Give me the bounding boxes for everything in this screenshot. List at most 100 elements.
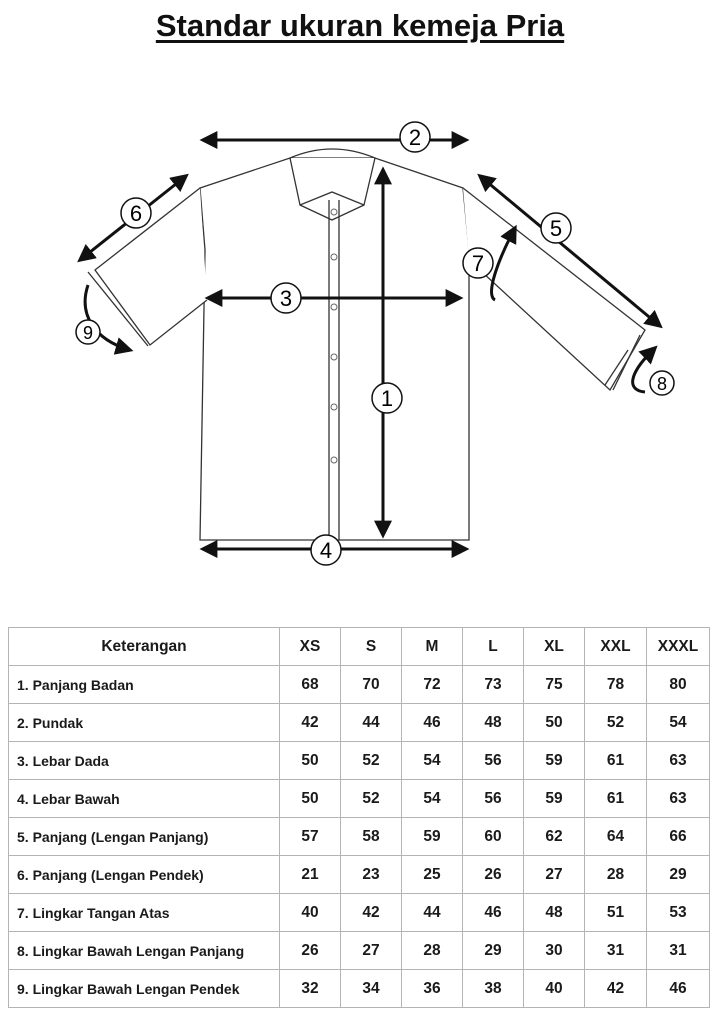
cell-value: 27 <box>523 855 585 894</box>
row-label: 2. Pundak <box>8 703 280 742</box>
column-header: L <box>462 627 524 666</box>
cell-value: 58 <box>340 817 402 856</box>
cell-value: 75 <box>523 665 585 704</box>
cell-value: 68 <box>279 665 341 704</box>
arrow-upper-arm <box>490 224 517 302</box>
cell-value: 28 <box>584 855 647 894</box>
table-row: 3. Lebar Dada 50 52 54 56 59 61 63 <box>8 741 710 780</box>
table-row: 4. Lebar Bawah 50 52 54 56 59 61 63 <box>8 779 710 818</box>
row-label: 8. Lingkar Bawah Lengan Panjang <box>8 931 280 970</box>
cell-value: 63 <box>646 741 710 780</box>
marker-4-label: 4 <box>320 538 332 563</box>
cell-value: 73 <box>462 665 524 704</box>
cell-value: 28 <box>401 931 463 970</box>
number-markers: 1 2 3 4 5 6 7 8 <box>75 121 675 566</box>
cell-value: 42 <box>584 969 647 1008</box>
table-row: 5. Panjang (Lengan Panjang) 57 58 59 60 … <box>8 817 710 856</box>
row-label: 6. Panjang (Lengan Pendek) <box>8 855 280 894</box>
row-label: 1. Panjang Badan <box>8 665 280 704</box>
row-label: 3. Lebar Dada <box>8 741 280 780</box>
cell-value: 48 <box>462 703 524 742</box>
cell-value: 57 <box>279 817 341 856</box>
marker-9: 9 <box>75 319 101 345</box>
marker-7: 7 <box>462 247 494 279</box>
marker-7-label: 7 <box>472 251 484 276</box>
cell-value: 31 <box>646 931 710 970</box>
cell-value: 59 <box>523 741 585 780</box>
column-header: XXXL <box>646 627 710 666</box>
page-title: Standar ukuran kemeja Pria <box>0 8 720 44</box>
arrow-long-sleeve <box>477 173 663 329</box>
cell-value: 48 <box>523 893 585 932</box>
marker-2: 2 <box>399 121 431 153</box>
cell-value: 72 <box>401 665 463 704</box>
cell-value: 42 <box>340 893 402 932</box>
marker-3-label: 3 <box>280 286 292 311</box>
cell-value: 52 <box>340 741 402 780</box>
cell-value: 54 <box>401 741 463 780</box>
shirt-buttons <box>330 208 338 464</box>
cell-value: 66 <box>646 817 710 856</box>
column-header: S <box>340 627 402 666</box>
shirt-diagram: 1 2 3 4 5 6 7 8 <box>75 121 675 566</box>
cell-value: 36 <box>401 969 463 1008</box>
cell-value: 31 <box>584 931 647 970</box>
row-label: 9. Lingkar Bawah Lengan Pendek <box>8 969 280 1008</box>
cell-value: 56 <box>462 779 524 818</box>
size-table: Keterangan XS S M L XL XXL XXXL 1. Panja… <box>8 627 710 1008</box>
cell-value: 40 <box>279 893 341 932</box>
table-row: 6. Panjang (Lengan Pendek) 21 23 25 26 2… <box>8 855 710 894</box>
cell-value: 63 <box>646 779 710 818</box>
cell-value: 52 <box>584 703 647 742</box>
cell-value: 70 <box>340 665 402 704</box>
column-header: XS <box>279 627 341 666</box>
cell-value: 44 <box>340 703 402 742</box>
cell-value: 54 <box>401 779 463 818</box>
arrow-long-cuff <box>631 345 658 394</box>
cell-value: 46 <box>462 893 524 932</box>
cell-value: 64 <box>584 817 647 856</box>
table-row: 1. Panjang Badan 68 70 72 73 75 78 80 <box>8 665 710 704</box>
cell-value: 46 <box>646 969 710 1008</box>
table-header-row: Keterangan XS S M L XL XXL XXXL <box>8 627 710 666</box>
table-row: 2. Pundak 42 44 46 48 50 52 54 <box>8 703 710 742</box>
cell-value: 29 <box>646 855 710 894</box>
table-row: 8. Lingkar Bawah Lengan Panjang 26 27 28… <box>8 931 710 970</box>
cell-value: 32 <box>279 969 341 1008</box>
marker-5-label: 5 <box>550 216 562 241</box>
cell-value: 59 <box>401 817 463 856</box>
cell-value: 51 <box>584 893 647 932</box>
measurement-arrows <box>77 131 663 558</box>
marker-1: 1 <box>371 382 403 414</box>
cell-value: 52 <box>340 779 402 818</box>
cell-value: 61 <box>584 779 647 818</box>
cell-value: 56 <box>462 741 524 780</box>
marker-8-label: 8 <box>657 374 667 394</box>
cell-value: 50 <box>279 779 341 818</box>
column-header: XL <box>523 627 585 666</box>
cell-value: 50 <box>279 741 341 780</box>
marker-1-label: 1 <box>381 386 393 411</box>
column-header: M <box>401 627 463 666</box>
cell-value: 38 <box>462 969 524 1008</box>
marker-6-label: 6 <box>130 201 142 226</box>
cell-value: 44 <box>401 893 463 932</box>
marker-9-label: 9 <box>83 323 93 343</box>
cell-value: 46 <box>401 703 463 742</box>
cell-value: 53 <box>646 893 710 932</box>
cell-value: 29 <box>462 931 524 970</box>
cell-value: 27 <box>340 931 402 970</box>
shirt-outline <box>87 148 646 541</box>
row-label: 4. Lebar Bawah <box>8 779 280 818</box>
cell-value: 80 <box>646 665 710 704</box>
marker-4: 4 <box>310 534 342 566</box>
marker-8: 8 <box>649 370 675 396</box>
cell-value: 42 <box>279 703 341 742</box>
cell-value: 50 <box>523 703 585 742</box>
row-label: 7. Lingkar Tangan Atas <box>8 893 280 932</box>
cell-value: 26 <box>462 855 524 894</box>
marker-3: 3 <box>270 282 302 314</box>
cell-value: 59 <box>523 779 585 818</box>
cell-value: 23 <box>340 855 402 894</box>
table-row: 7. Lingkar Tangan Atas 40 42 44 46 48 51… <box>8 893 710 932</box>
